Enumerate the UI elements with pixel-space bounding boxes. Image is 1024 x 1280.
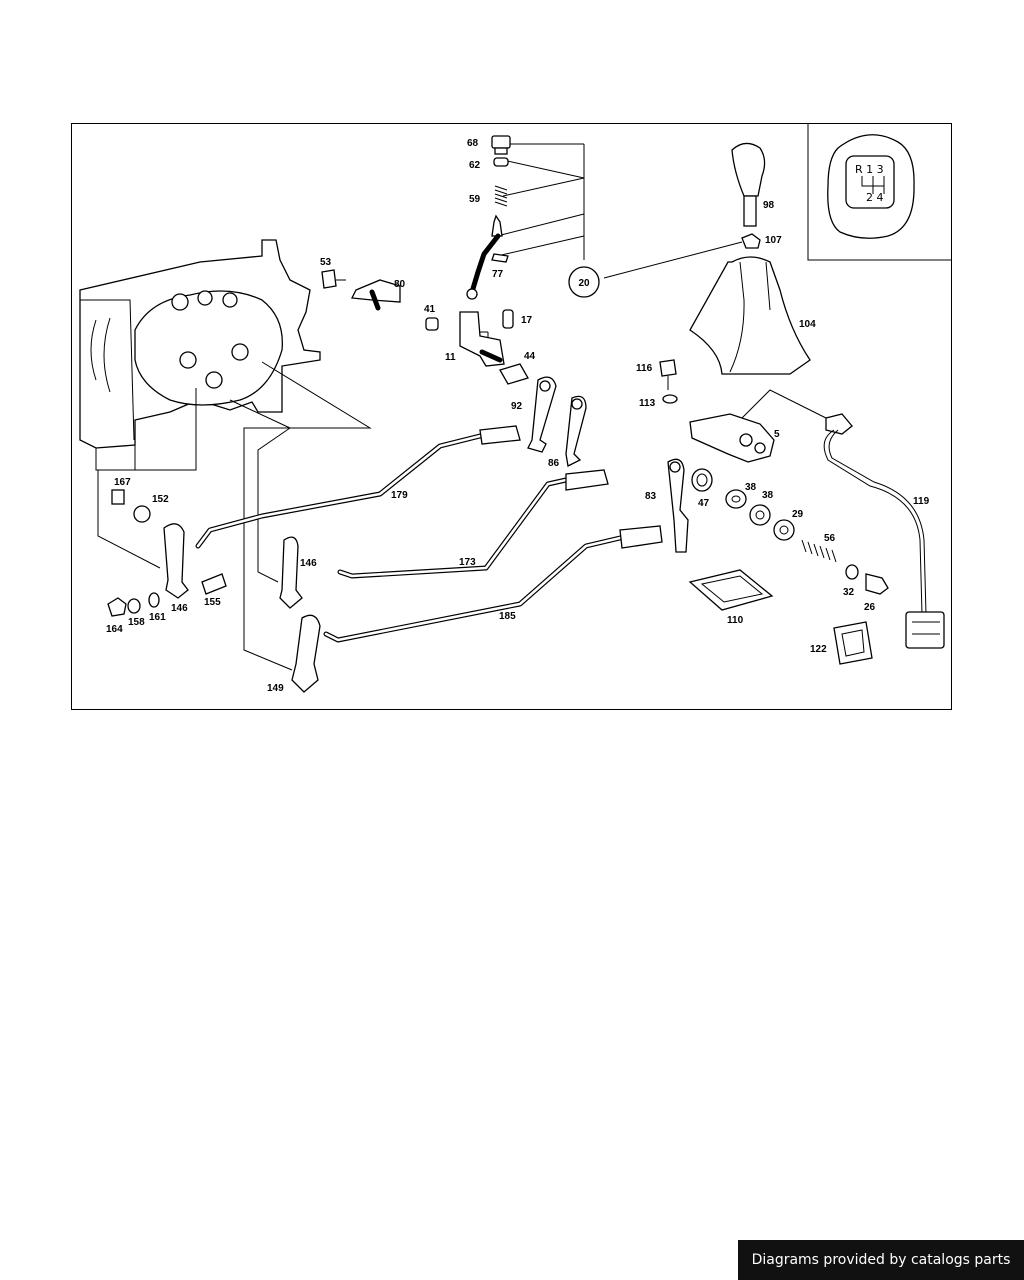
- callout-119: 119: [913, 496, 930, 507]
- shift-knob-assembly: [659, 142, 811, 463]
- callout-53: 53: [320, 257, 332, 268]
- callout-44: 44: [524, 351, 536, 362]
- callout-167: 167: [114, 477, 131, 488]
- callout-152: 152: [152, 494, 169, 505]
- selector-parts: [321, 135, 529, 385]
- callout-173: 173: [459, 557, 476, 568]
- callout-11: 11: [445, 352, 456, 363]
- callout-41: 41: [424, 304, 436, 315]
- callout-107: 107: [765, 235, 782, 246]
- callout-98: 98: [763, 200, 775, 211]
- callout-29: 29: [792, 509, 804, 520]
- callout-56: 56: [824, 533, 836, 544]
- callout-92: 92: [511, 401, 523, 412]
- callout-32: 32: [843, 587, 855, 598]
- callout-68: 68: [467, 138, 479, 149]
- callout-185: 185: [499, 611, 516, 622]
- callout-83: 83: [645, 491, 657, 502]
- callout-59: 59: [469, 194, 481, 205]
- group-marker-20: 20: [568, 266, 600, 298]
- diagram-frame: [71, 123, 952, 710]
- callout-17: 17: [521, 315, 533, 326]
- lower-levers: [107, 489, 321, 693]
- gate-bottom-row: 2 4: [866, 191, 884, 204]
- gaskets: [688, 569, 873, 665]
- callout-labels: 68 62 59 77 53 80 41 17 11 44 98 107 104…: [106, 138, 930, 694]
- callout-26: 26: [864, 602, 876, 613]
- shift-rods: [195, 425, 663, 643]
- callout-47: 47: [698, 498, 710, 509]
- gate-top-row: R 1 3: [855, 163, 884, 176]
- callout-122: 122: [810, 644, 827, 655]
- transmission-housing: [79, 239, 321, 471]
- callout-104: 104: [799, 319, 816, 330]
- callout-86: 86: [548, 458, 560, 469]
- callout-110: 110: [727, 615, 744, 626]
- svg-text:20: 20: [578, 278, 590, 289]
- callout-77: 77: [492, 269, 504, 280]
- callout-149: 149: [267, 683, 284, 694]
- callout-146b: 146: [300, 558, 317, 569]
- callout-113: 113: [639, 398, 656, 409]
- callout-116: 116: [636, 363, 653, 374]
- callout-179: 179: [391, 490, 408, 501]
- callout-62: 62: [469, 160, 481, 171]
- gate-pattern-inset: R 1 3 2 4: [807, 123, 952, 261]
- callout-80: 80: [394, 279, 406, 290]
- levers: [527, 376, 689, 553]
- callout-38b: 38: [762, 490, 774, 501]
- callout-155: 155: [204, 597, 221, 608]
- callout-158: 158: [128, 617, 145, 628]
- callout-38a: 38: [745, 482, 757, 493]
- cable-119: [823, 413, 945, 649]
- callout-161: 161: [149, 612, 166, 623]
- callout-146a: 146: [171, 603, 188, 614]
- bushings-washers: [691, 468, 889, 595]
- callout-164: 164: [106, 624, 123, 635]
- leader-lines: [97, 143, 831, 671]
- callout-5: 5: [774, 429, 780, 440]
- footer-banner: Diagrams provided by catalogs parts: [738, 1240, 1024, 1280]
